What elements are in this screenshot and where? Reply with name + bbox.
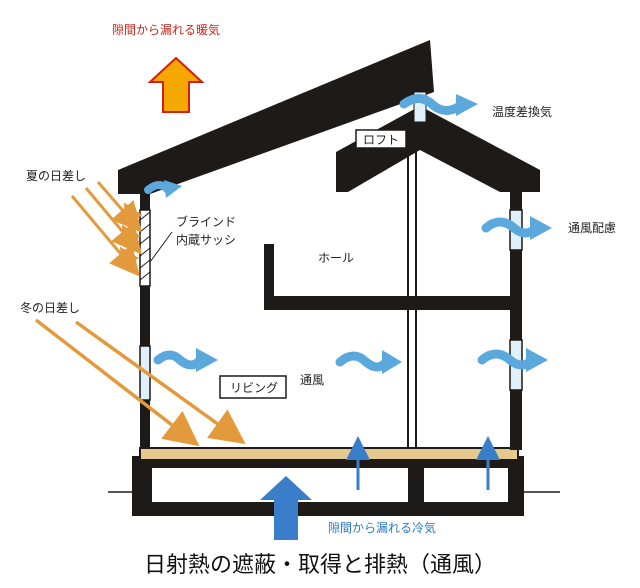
temp-diff-vent-label: 温度差換気: [492, 104, 552, 119]
warm-air-arrow: [147, 56, 205, 113]
warm-air-leak-label: 隙間から漏れる暖気: [112, 22, 220, 37]
cold-air-arrow: [260, 476, 312, 540]
floor-board: [139, 447, 519, 461]
living-label: リビング: [230, 381, 278, 395]
ventilation-label: 通風: [300, 373, 324, 387]
wind-arrow-right-lower: [477, 348, 548, 372]
loft-label-box: [355, 129, 407, 149]
living-label-box: [219, 375, 287, 399]
loft-roof: [336, 106, 540, 192]
cold-air-leak-label: 隙間から漏れる冷気: [328, 520, 436, 535]
wind-arrow-right-upper: [481, 216, 552, 240]
second-floor-slab: [264, 296, 516, 310]
diagram-title: 日射熱の遮蔽・取得と排熱（通風）: [144, 553, 496, 578]
blind-label-line2: 内蔵サッシ: [176, 233, 236, 247]
wind-arrow-loft: [399, 94, 478, 116]
wind-arrow-center: [335, 350, 402, 374]
hall-label: ホール: [318, 251, 354, 265]
blind-label-line1: ブラインド: [176, 214, 236, 229]
left-upper-window: [139, 209, 151, 287]
right-wall: [510, 188, 522, 450]
cross-vent-label: 通風配慮: [568, 221, 616, 235]
wind-arrow-left-upper: [144, 180, 182, 198]
blind-callout-line: [149, 231, 173, 263]
summer-sun-label: 夏の日差し: [26, 169, 86, 183]
winter-sun-label: 冬の日差し: [20, 300, 80, 315]
wind-arrow-left-lower: [153, 348, 218, 372]
winter-sun-arrows: [34, 318, 246, 447]
loft-label: ロフト: [363, 133, 399, 147]
left-wall: [140, 188, 150, 448]
summer-sun-arrows: [70, 181, 143, 277]
hall-upper-wall: [264, 244, 274, 302]
foundation: [132, 456, 524, 516]
main-roof: [118, 40, 434, 194]
